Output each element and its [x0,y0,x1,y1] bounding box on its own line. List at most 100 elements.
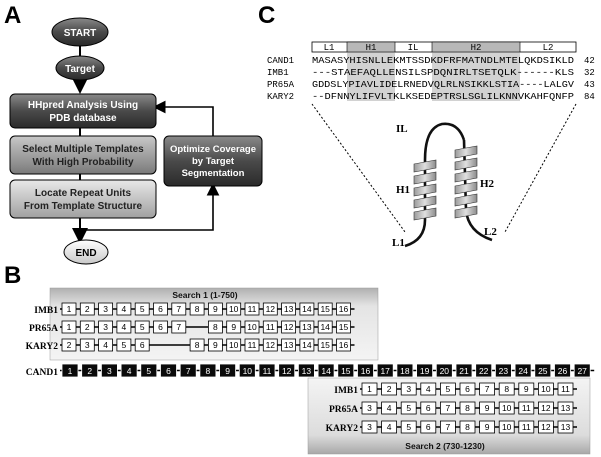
repeat-unit-box [479,401,496,415]
repeat-unit-box [361,401,378,415]
repeat-unit-box [420,420,437,434]
svg-text:PDB database: PDB database [49,113,117,124]
repeat-unit-number: 3 [367,403,372,413]
repeat-unit-box [262,320,278,334]
repeat-unit-number: 13 [284,340,294,350]
repeat-unit-box [134,302,150,316]
repeat-unit-box [475,363,493,378]
repeat-unit-number: 7 [186,366,191,376]
repeat-unit-box [557,401,574,415]
svg-text:Optimize Coverage: Optimize Coverage [170,144,256,155]
segment-il: IL [408,43,419,53]
repeat-unit-number: 12 [282,366,292,376]
repeat-unit-box [455,363,473,378]
repeat-unit-box [116,302,132,316]
repeat-unit-box [299,320,315,334]
repeat-unit-number: 13 [302,366,312,376]
repeat-unit-box [189,302,205,316]
repeat-unit-box [400,401,417,415]
repeat-unit-box [134,338,150,352]
repeat-unit-number: 9 [231,322,236,332]
repeat-unit-box [278,363,296,378]
repeat-unit-number: 1 [367,384,372,394]
repeat-unit-number: 11 [522,403,531,413]
start-node: START [51,17,109,47]
repeat-unit-box [557,420,574,434]
repeat-unit-number: 14 [302,304,312,314]
repeat-unit-box [538,420,554,434]
repeat-unit-box [79,338,95,352]
repeat-unit-box [400,420,417,434]
align-num: 84 [584,92,595,102]
repeat-unit-box [459,382,476,396]
repeat-unit-number: 7 [176,322,181,332]
repeat-unit-box [381,382,398,396]
repeat-unit-box [226,320,242,334]
repeat-unit-number: 20 [440,366,450,376]
repeat-unit-number: 7 [446,403,451,413]
repeat-unit-number: 18 [400,366,410,376]
alignment-rows: CAND1 MASASYHISNLLEKMTSSDKDFRFMATNDLMTEL… [267,56,595,102]
repeat-unit-box [336,302,351,316]
repeat-unit-box [244,338,260,352]
repeat-unit-number: 9 [485,422,490,432]
row-label: IMB1 [334,386,358,396]
repeat-unit-box [244,302,260,316]
repeat-unit-box [479,382,496,396]
segment-l1: L1 [324,43,335,53]
select-templates-step: Select Multiple Templates With High Prob… [9,135,157,175]
repeat-unit-number: 1 [67,304,72,314]
repeat-unit-number: 6 [426,403,431,413]
repeat-unit-number: 5 [446,384,451,394]
repeat-unit-number: 8 [195,304,200,314]
repeat-unit-box [337,363,355,378]
repeat-unit-number: 16 [339,340,349,350]
repeat-unit-box [518,401,535,415]
repeat-unit-box [357,363,374,378]
repeat-unit-number: 7 [446,422,451,432]
repeat-unit-number: 4 [127,366,132,376]
repeat-unit-number: 3 [107,366,112,376]
repeat-unit-box [281,302,297,316]
svg-text:Locate Repeat Units: Locate Repeat Units [35,188,132,199]
repeat-unit-box [226,338,242,352]
repeat-unit-box [498,382,515,396]
segment-l2: L2 [543,43,554,53]
panel-label-c: C [258,2,276,29]
repeat-unit-box [518,420,535,434]
repeat-unit-number: 13 [302,322,312,332]
repeat-unit-box [61,338,77,352]
repeat-unit-number: 11 [248,304,257,314]
repeat-unit-number: 5 [140,304,145,314]
segment-h1: H1 [366,43,377,53]
repeat-unit-box [116,338,132,352]
repeat-unit-box [435,363,453,378]
repeat-unit-box [116,320,132,334]
repeat-unit-box [179,363,197,378]
repeat-unit-number: 10 [502,403,512,413]
repeat-unit-box [262,302,278,316]
h1-label: H1 [396,184,410,196]
svg-text:With High Probability: With High Probability [32,157,133,168]
l1-label: L1 [392,237,405,249]
repeat-unit-number: 13 [561,403,571,413]
repeat-unit-box [317,302,333,316]
svg-text:Target: Target [65,64,95,75]
repeat-unit-box [479,420,496,434]
repeat-unit-number: 8 [465,403,470,413]
align-name: KARY2 [267,92,294,102]
repeat-unit-number: 3 [85,340,90,350]
repeat-unit-number: 5 [406,403,411,413]
repeat-unit-number: 4 [103,340,108,350]
repeat-unit-box [101,363,118,378]
flowchart: START Target HHpred Analysis Using PDB d… [9,17,263,265]
repeat-unit-box [140,363,158,378]
row-label: KARY2 [26,342,59,352]
repeat-unit-box [258,363,276,378]
repeat-unit-number: 5 [406,422,411,432]
repeat-unit-number: 5 [140,322,145,332]
